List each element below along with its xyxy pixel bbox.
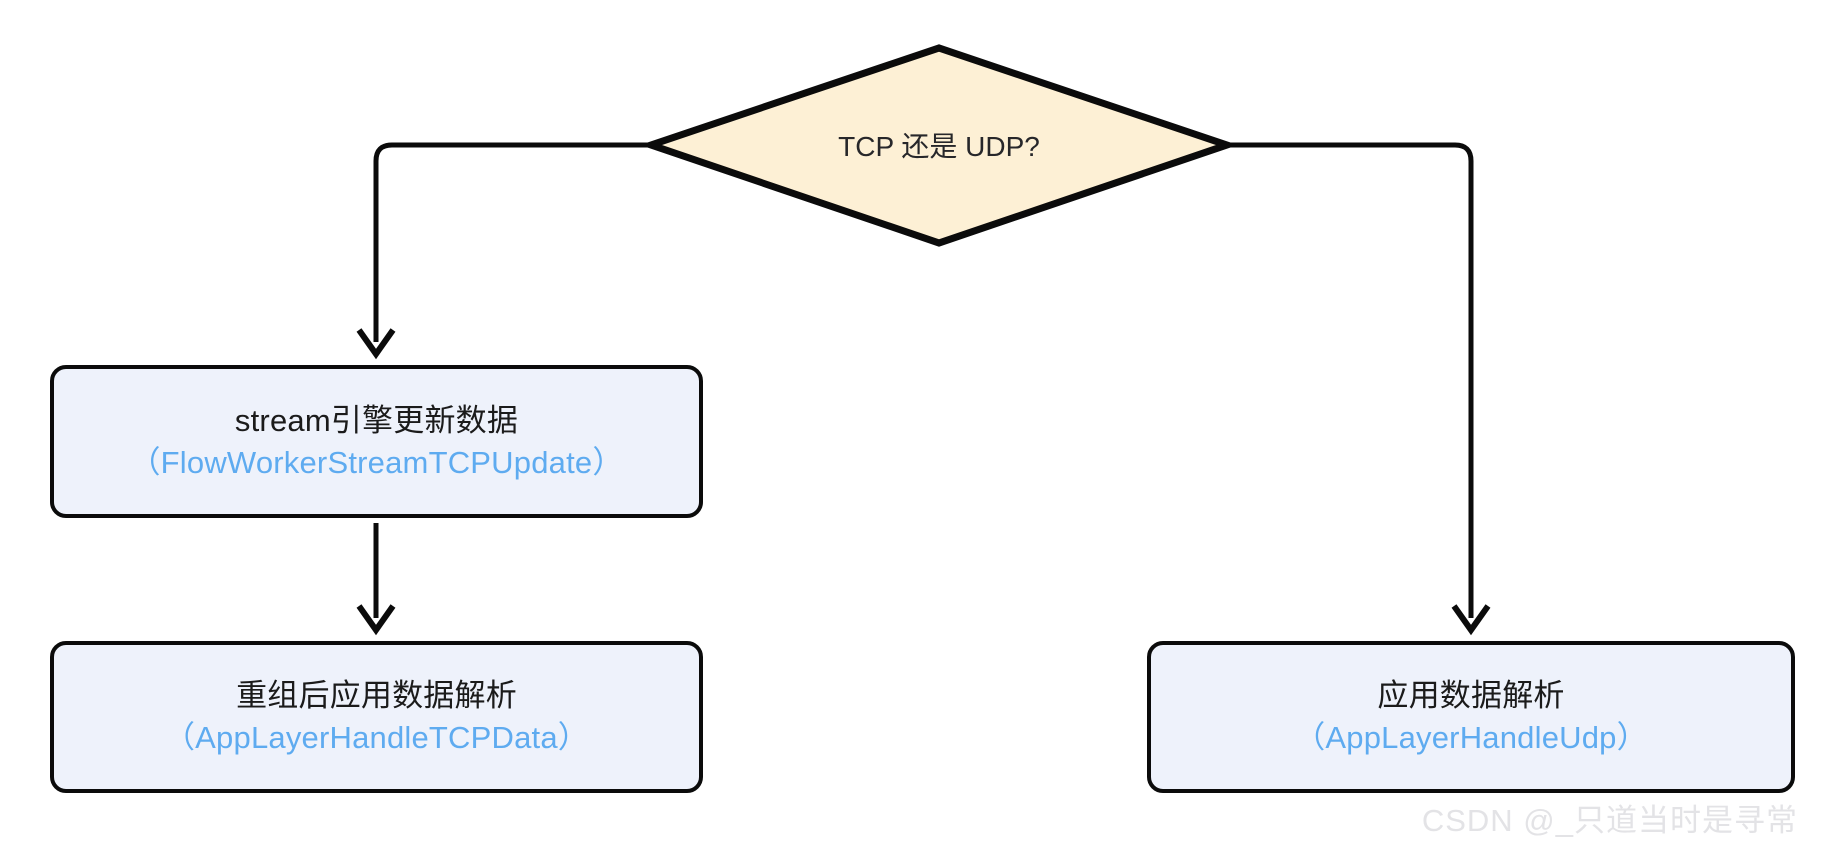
edge-stream-to-applayer-arrowhead (356, 604, 396, 636)
node-tcp-applayer-subtitle: （AppLayerHandleTCPData） (163, 720, 590, 755)
node-tcp-applayer-title: 重组后应用数据解析 (236, 678, 517, 714)
edge-tcp-branch-line (373, 142, 651, 342)
node-udp-applayer[interactable]: 应用数据解析 （AppLayerHandleUdp） (1147, 641, 1795, 793)
node-udp-applayer-subtitle: （AppLayerHandleUdp） (1294, 720, 1648, 755)
csdn-watermark: CSDN @_只道当时是寻常 (1421, 803, 1798, 838)
decision-diamond-shape[interactable] (640, 44, 1238, 247)
edge-udp-branch-arrowhead (1451, 604, 1491, 636)
edge-udp-branch-line (1227, 142, 1474, 618)
node-tcp-applayer[interactable]: 重组后应用数据解析 （AppLayerHandleTCPData） (50, 641, 703, 793)
node-tcp-stream-subtitle: （FlowWorkerStreamTCPUpdate） (129, 444, 624, 480)
edge-tcp-branch-arrowhead (356, 328, 396, 360)
node-tcp-stream-title: stream引擎更新数据 (234, 402, 519, 438)
node-tcp-stream[interactable]: stream引擎更新数据 （FlowWorkerStreamTCPUpdate） (50, 365, 703, 518)
node-udp-applayer-title: 应用数据解析 (1377, 678, 1565, 714)
